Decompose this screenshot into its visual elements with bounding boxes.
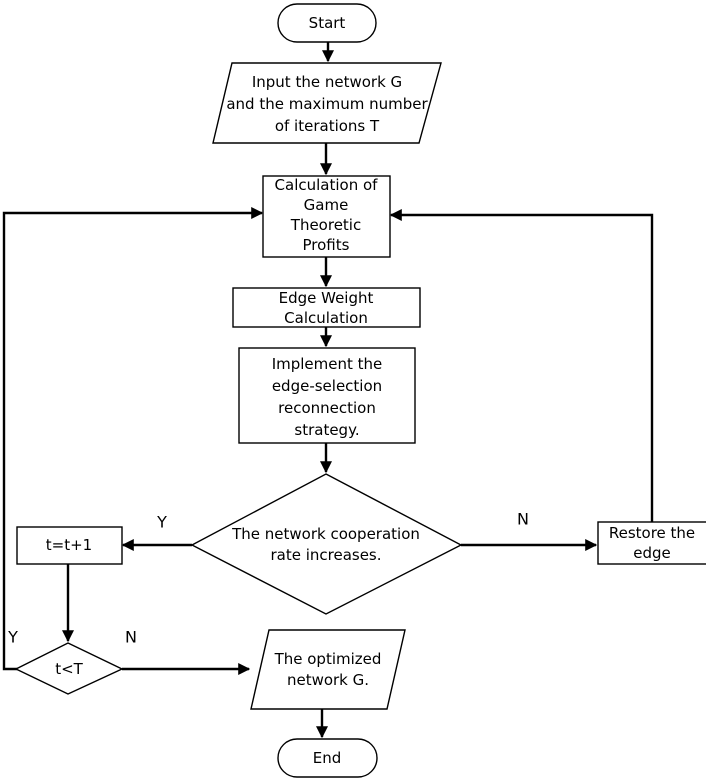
optimized-label-line-2: network G. bbox=[287, 671, 369, 689]
reconnect-node: Implement the edge-selection reconnectio… bbox=[238, 347, 416, 444]
arrow-restore-back-to-profits bbox=[389, 209, 654, 522]
reconnect-label-line-3: reconnection bbox=[278, 399, 376, 417]
loop-no-label: N bbox=[125, 628, 137, 647]
input-label-line-1: Input the network G bbox=[252, 73, 402, 91]
increment-label: t=t+1 bbox=[46, 536, 92, 554]
reconnect-label-line-4: strategy. bbox=[294, 421, 359, 439]
reconnect-label-line-1: Implement the bbox=[272, 355, 383, 373]
input-node: Input the network G and the maximum numb… bbox=[212, 62, 442, 144]
arrow-loop-yes-back-to-profits bbox=[2, 207, 264, 671]
start-label: Start bbox=[309, 14, 346, 32]
increment-node: t=t+1 bbox=[16, 526, 123, 565]
end-label: End bbox=[313, 749, 342, 767]
loop-check-node: t<T bbox=[14, 642, 124, 695]
game-profits-label-line-2: Game bbox=[304, 196, 349, 214]
loop-yes-label: Y bbox=[7, 628, 18, 647]
reconnect-label-line-2: edge-selection bbox=[272, 377, 382, 395]
optimized-node: The optimized network G. bbox=[250, 629, 406, 710]
restore-label-line-1: Restore the bbox=[609, 524, 695, 542]
edge-weight-label-line-2: Calculation bbox=[284, 309, 368, 327]
optimized-label-line-1: The optimized bbox=[274, 650, 382, 668]
connectors bbox=[2, 42, 654, 739]
game-profits-label-line-3: Theoretic bbox=[290, 216, 361, 234]
coop-no-label: N bbox=[517, 510, 529, 529]
coop-decision-label-line-1: The network cooperation bbox=[231, 525, 420, 543]
loop-check-label: t<T bbox=[55, 660, 83, 678]
input-label-line-2: and the maximum number bbox=[226, 95, 428, 113]
restore-label-line-2: edge bbox=[633, 544, 671, 562]
end-node: End bbox=[277, 738, 378, 778]
coop-yes-label: Y bbox=[156, 513, 167, 532]
edge-weight-node: Edge Weight Calculation bbox=[232, 287, 421, 328]
game-profits-node: Calculation of Game Theoretic Profits bbox=[262, 175, 391, 258]
coop-decision-label-line-2: rate increases. bbox=[270, 546, 381, 564]
input-label-line-3: of iterations T bbox=[275, 117, 380, 135]
restore-node: Restore the edge bbox=[597, 521, 706, 565]
start-node: Start bbox=[277, 3, 377, 43]
game-profits-label-line-4: Profits bbox=[303, 236, 350, 254]
coop-decision-node: The network cooperation rate increases. bbox=[190, 473, 463, 615]
edge-weight-label-line-1: Edge Weight bbox=[279, 289, 374, 307]
game-profits-label-line-1: Calculation of bbox=[275, 176, 379, 194]
